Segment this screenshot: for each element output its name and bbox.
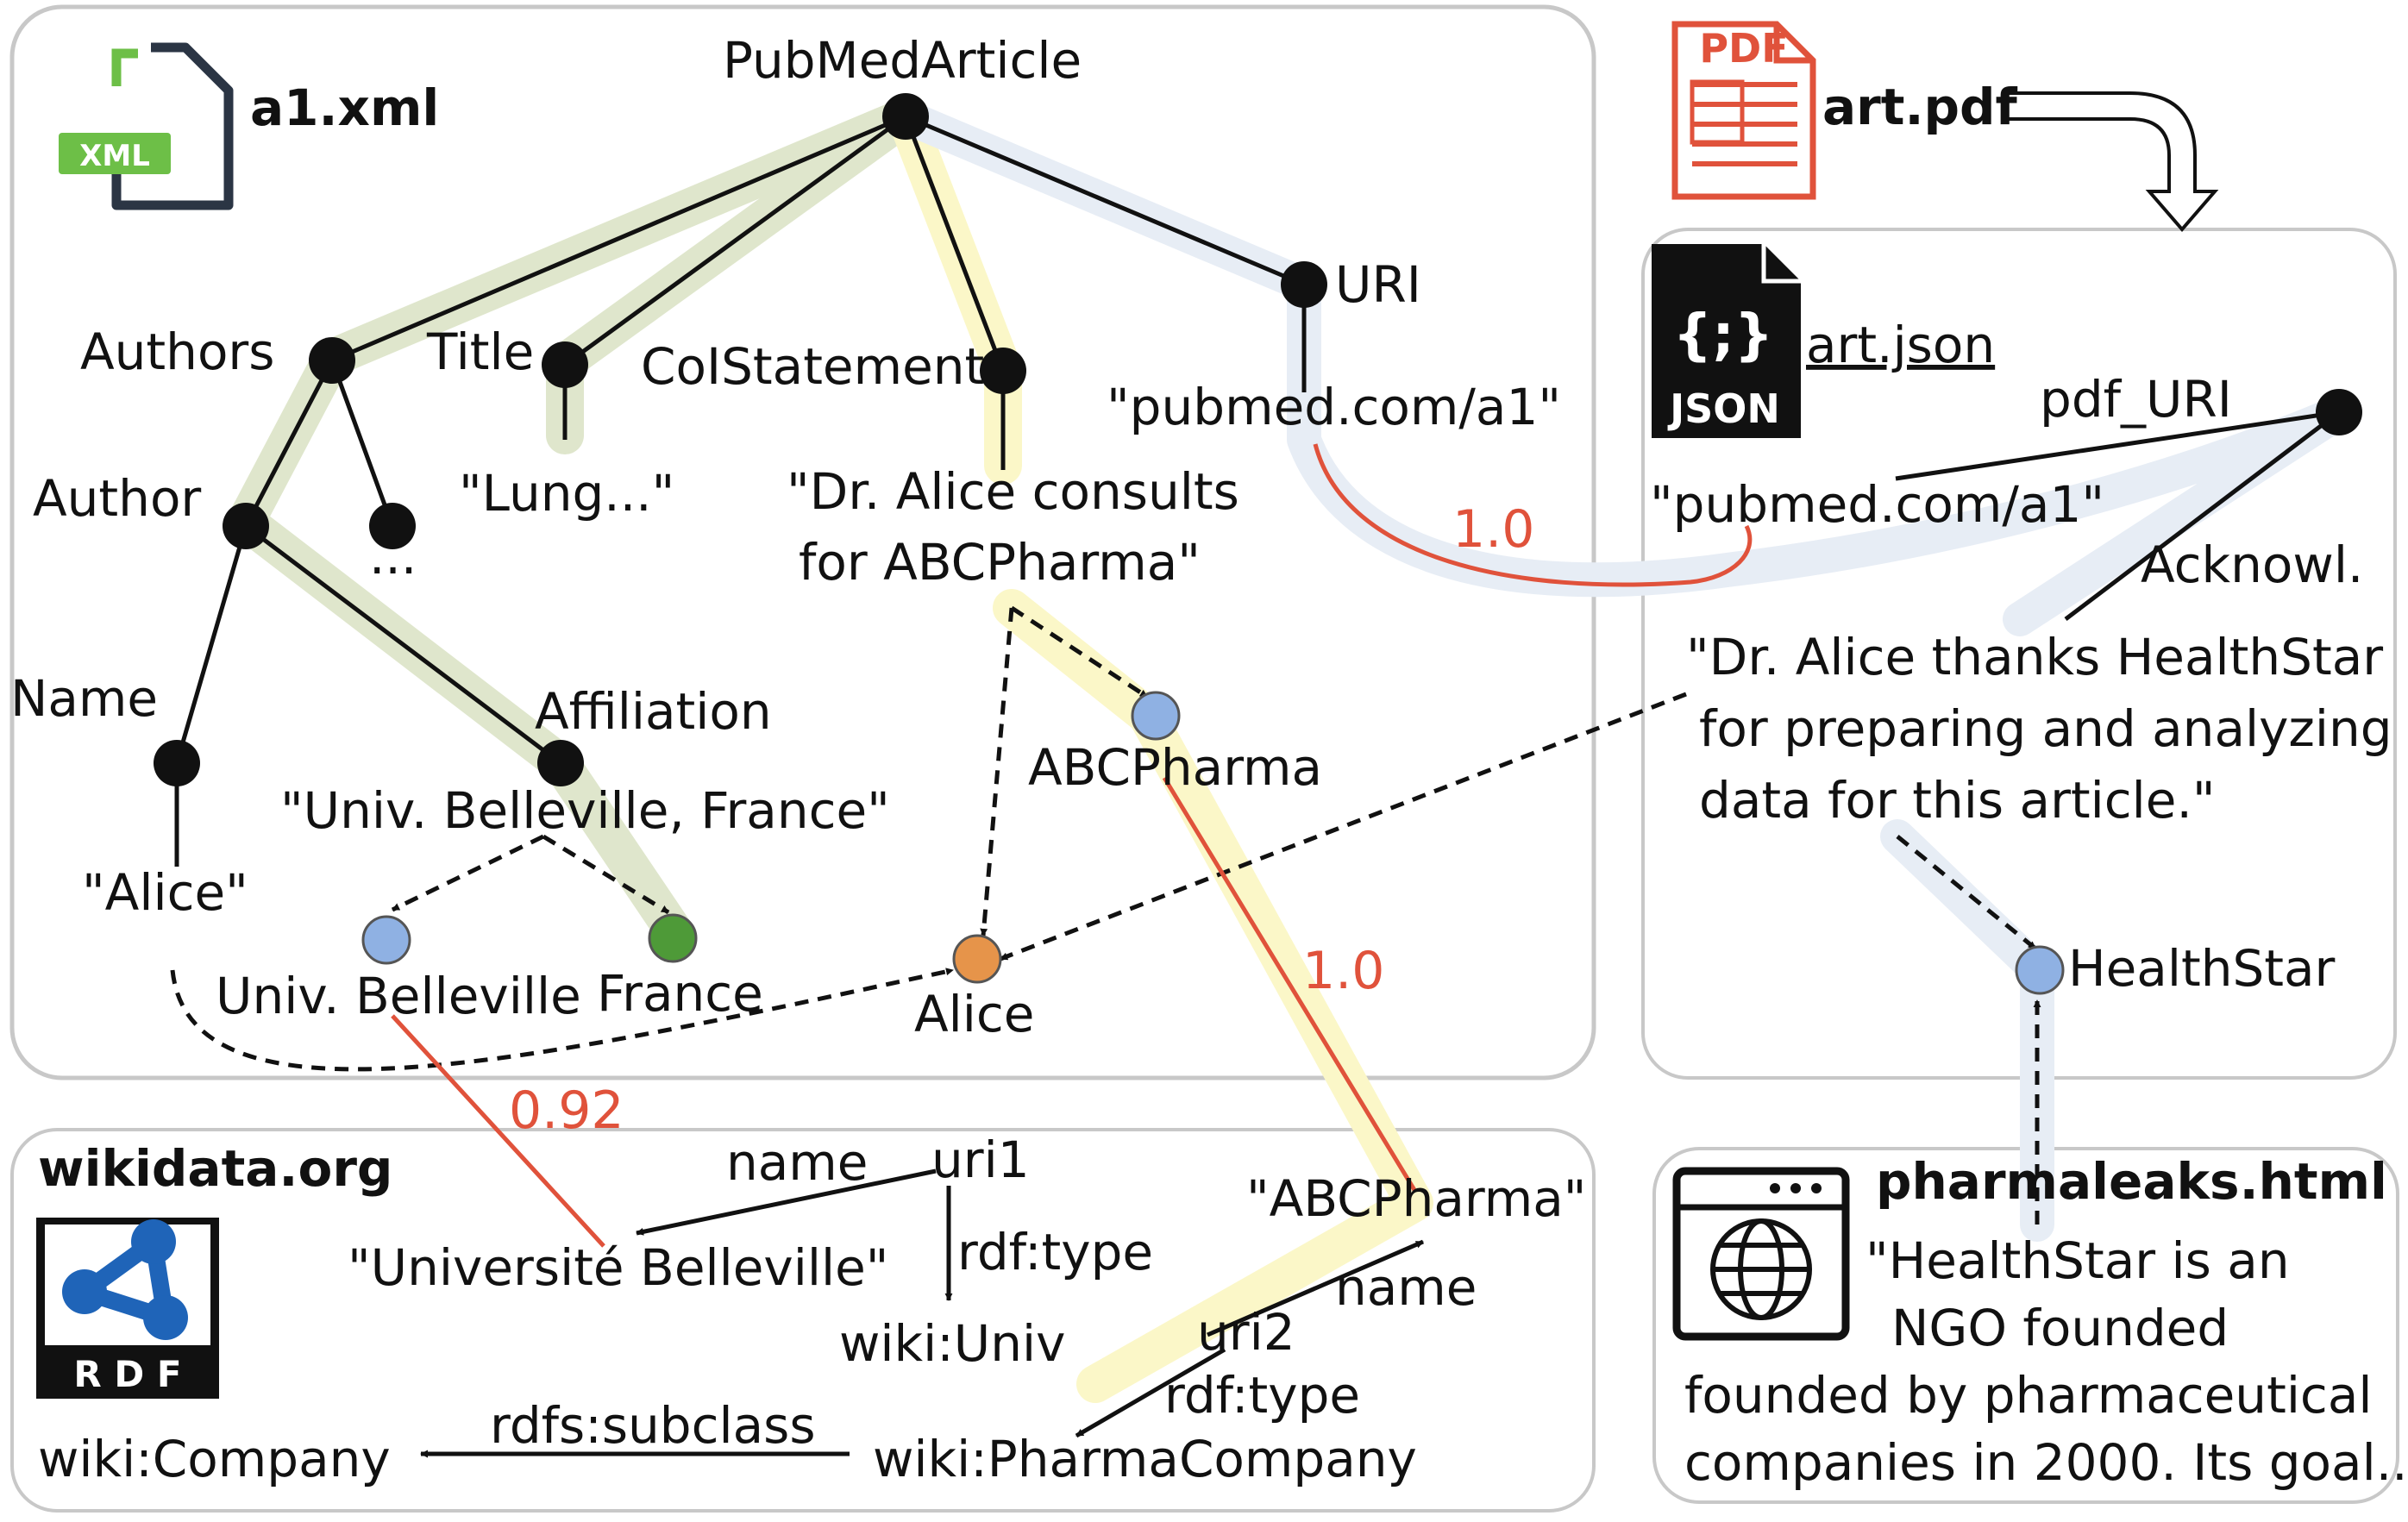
- label-coi-value-1: "Dr. Alice consults: [787, 462, 1239, 521]
- label-json-uri-value: "pubmed.com/a1": [1650, 475, 2104, 534]
- tree-edges: [174, 114, 2341, 867]
- json-panel: [1641, 228, 2397, 1080]
- label-affiliation: Affiliation: [535, 682, 772, 741]
- json-file-icon: {;} JSON: [1652, 244, 1801, 438]
- node-title: [542, 341, 588, 388]
- label-entity-univ: Univ. Belleville: [216, 967, 581, 1025]
- label-wiki-univ: wiki:Univ: [839, 1314, 1065, 1373]
- label-name-value: "Alice": [82, 863, 248, 922]
- label-ack-2: for preparing and analyzing: [1699, 699, 2392, 758]
- pdf-filename: art.pdf: [1822, 78, 2018, 136]
- node-author: [223, 503, 269, 549]
- conversion-arrow: [2002, 91, 2219, 233]
- label-entity-alice: Alice: [914, 985, 1034, 1043]
- label-rdf-type2: rdf:type: [1164, 1366, 1360, 1425]
- score-uri: 1.0: [1452, 499, 1534, 560]
- label-entity-france: France: [597, 964, 763, 1023]
- xml-file-icon: XML: [59, 42, 234, 210]
- node-coistatement: [980, 348, 1026, 394]
- label-entity-abcpharma: ABCPharma: [1028, 738, 1322, 797]
- xml-filename: a1.xml: [250, 78, 439, 137]
- label-rdf-name1: name: [726, 1133, 868, 1192]
- node-uri: [1281, 261, 1327, 308]
- entity-univ-belleville: [361, 915, 411, 965]
- similarity-links: [391, 443, 1753, 1248]
- rdf-title: wikidata.org: [38, 1139, 392, 1198]
- node-pdf-root: [2316, 389, 2362, 435]
- label-uri1: uri1: [931, 1131, 1030, 1189]
- label-abcpharma-value: "ABCPharma": [1246, 1169, 1586, 1228]
- json-badge: JSON: [1667, 385, 1780, 432]
- dashed-arrows: [170, 605, 2041, 1224]
- web-page-icon: [1672, 1167, 1850, 1341]
- label-univ-value: "Université Belleville": [348, 1238, 888, 1297]
- node-name: [154, 740, 200, 786]
- pdf-badge: PDF: [1699, 25, 1788, 72]
- label-entity-healthstar: HealthStar: [2068, 939, 2336, 998]
- label-coi-value-2: for ABCPharma": [799, 533, 1201, 592]
- node-more: [369, 503, 416, 549]
- rdf-edges: [420, 1168, 1424, 1458]
- html-filename: pharmaleaks.html: [1876, 1152, 2387, 1211]
- node-authors: [309, 337, 355, 384]
- rdf-panel: [10, 1128, 1596, 1513]
- rdf-badge: R D F: [73, 1353, 181, 1395]
- label-wiki-company: wiki:Company: [38, 1430, 391, 1488]
- label-subclass: rdfs:subclass: [490, 1396, 816, 1455]
- label-title-value: "Lung...": [459, 464, 674, 523]
- label-affiliation-value: "Univ. Belleville, France": [280, 781, 890, 840]
- label-pubmedarticle: PubMedArticle: [723, 31, 1082, 90]
- label-html-1: "HealthStar is an: [1866, 1231, 2290, 1290]
- pdf-file-icon: PDF: [1671, 21, 1816, 200]
- rdf-logo-icon: R D F: [36, 1218, 219, 1399]
- label-uri: URI: [1335, 255, 1421, 314]
- tree-nodes: [154, 93, 2362, 786]
- json-glyph: {;}: [1673, 304, 1774, 367]
- label-html-3: founded by pharmaceutical: [1684, 1366, 2372, 1425]
- label-acknowl: Acknowl.: [2141, 536, 2363, 594]
- entity-abcpharma: [1131, 691, 1181, 741]
- xml-panel: [9, 4, 1596, 1080]
- label-html-2: NGO founded: [1891, 1299, 2229, 1357]
- node-pubmedarticle: [882, 93, 929, 140]
- label-authors: Authors: [80, 323, 275, 381]
- label-name: Name: [10, 669, 158, 728]
- label-more: ...: [369, 527, 417, 586]
- json-filename: art.json: [1806, 316, 1995, 374]
- label-html-4: companies in 2000. Its goal...": [1684, 1433, 2408, 1492]
- label-ack-1: "Dr. Alice thanks HealthStar: [1686, 628, 2383, 686]
- label-wiki-pharma: wiki:PharmaCompany: [873, 1430, 1417, 1488]
- node-affiliation: [537, 740, 584, 786]
- label-author: Author: [33, 469, 201, 528]
- label-uri-value: "pubmed.com/a1": [1107, 378, 1561, 436]
- score-abcpharma: 1.0: [1302, 941, 1384, 1001]
- entity-france: [648, 913, 698, 963]
- label-rdf-type1: rdf:type: [957, 1223, 1153, 1281]
- label-pdf-uri: pdf_URI: [2040, 370, 2232, 429]
- globe-icon: [1710, 1218, 1812, 1320]
- entity-alice: [952, 934, 1002, 984]
- label-rdf-name2: name: [1335, 1258, 1477, 1317]
- label-uri2: uri2: [1197, 1303, 1295, 1362]
- label-title: Title: [426, 323, 534, 381]
- label-coistatement: CoIStatement: [641, 337, 984, 396]
- score-belleville: 0.92: [509, 1080, 624, 1141]
- label-ack-3: data for this article.": [1699, 771, 2216, 830]
- entity-healthstar: [2015, 945, 2065, 995]
- xml-badge: XML: [79, 139, 150, 173]
